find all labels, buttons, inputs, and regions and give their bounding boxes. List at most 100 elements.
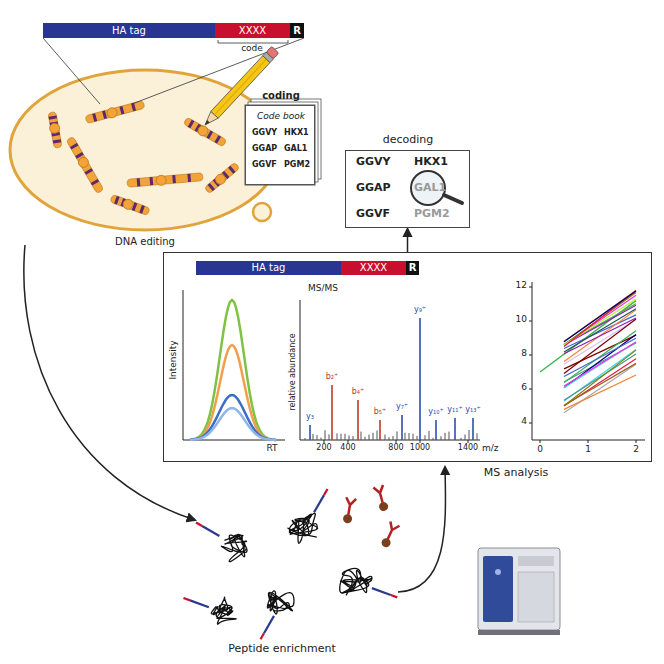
node-text: GAL1 xyxy=(284,144,307,153)
centromere xyxy=(77,155,91,169)
chromosome-arm xyxy=(48,112,62,149)
noise-peak xyxy=(317,435,318,440)
flow-arrow xyxy=(24,245,195,520)
node-text: HA tag xyxy=(112,26,146,36)
ion-peak xyxy=(435,420,437,440)
tagged-peptide xyxy=(190,600,209,607)
ion-peak xyxy=(419,318,421,440)
node-text: R xyxy=(409,263,417,273)
noise-peak xyxy=(321,438,322,440)
protein-chain xyxy=(267,591,294,614)
tagged-peptide xyxy=(202,526,219,536)
tick xyxy=(529,389,532,390)
node-heading: MS analysis xyxy=(484,467,549,480)
trend-line xyxy=(564,342,636,386)
chromosome xyxy=(85,99,146,124)
noise-peak xyxy=(341,434,342,440)
label-text: Peptide enrichment xyxy=(228,643,336,655)
chromosome-band xyxy=(102,111,107,120)
noise-peak xyxy=(397,431,398,440)
label-text: y₃ xyxy=(306,413,314,422)
decoding-box-ground xyxy=(345,150,470,228)
pencil-eraser xyxy=(266,46,279,59)
bud xyxy=(253,203,271,221)
tick xyxy=(636,440,637,443)
antibody xyxy=(342,497,356,524)
node-text: GGVY xyxy=(252,128,277,137)
node-text: XXXX xyxy=(360,263,387,273)
trend-line xyxy=(564,319,636,373)
bead xyxy=(378,501,389,512)
centromere xyxy=(156,175,167,186)
chromosome-band xyxy=(49,115,57,119)
ion-peak xyxy=(401,415,403,440)
trend-line xyxy=(564,364,636,412)
code-segment xyxy=(183,598,190,600)
noise-peak xyxy=(365,437,366,440)
node-text: R xyxy=(293,26,301,36)
chromosome-band xyxy=(172,175,176,183)
trend-line xyxy=(564,354,636,400)
noise-peak xyxy=(389,437,390,440)
chromosome-band xyxy=(92,113,97,122)
book-page xyxy=(245,105,315,185)
chromosome-band xyxy=(85,168,93,175)
node-text: GGVF xyxy=(252,160,277,169)
noise-peak xyxy=(417,436,418,440)
trend-line xyxy=(564,291,636,342)
trend-line xyxy=(564,350,636,406)
noise-peak xyxy=(349,435,350,440)
trend-line xyxy=(564,331,636,383)
label-text: 2 xyxy=(633,445,639,455)
label-text: code xyxy=(241,44,263,54)
chromosome xyxy=(109,193,150,216)
protein-chain xyxy=(211,597,236,624)
tick xyxy=(529,287,532,288)
chromatogram-peak xyxy=(190,345,276,440)
antibody-arms xyxy=(373,485,387,504)
noise-peak xyxy=(345,434,346,440)
code-segment: XXXX xyxy=(215,23,290,38)
chromosome xyxy=(127,172,204,189)
chromosome-band xyxy=(131,103,136,112)
noise-peak xyxy=(433,438,434,440)
noise-peak xyxy=(409,433,410,440)
chromosome xyxy=(183,116,228,148)
node-text: HKX1 xyxy=(414,156,448,169)
ion-peak xyxy=(309,425,311,440)
noise-peak xyxy=(373,433,374,440)
chromatogram-peak xyxy=(190,300,276,440)
antibody-arms xyxy=(343,497,356,515)
label-text: 6 xyxy=(521,383,527,393)
axis xyxy=(183,290,184,440)
centromere xyxy=(122,198,135,211)
noise-peak xyxy=(465,435,466,440)
noise-peak xyxy=(405,433,406,440)
chromosome xyxy=(65,136,105,195)
chromosome-band xyxy=(114,196,120,205)
axis xyxy=(300,440,480,441)
chromatogram-peak xyxy=(190,408,276,440)
node-text: Code book xyxy=(257,111,305,121)
chromosome-arm xyxy=(204,162,240,194)
chromatogram-peak xyxy=(190,395,276,440)
tick xyxy=(468,440,469,443)
chromosomes xyxy=(47,99,241,216)
axis xyxy=(300,300,301,440)
instrument-door xyxy=(518,572,554,622)
label-text: 8 xyxy=(521,349,527,359)
ion-peak xyxy=(379,420,381,440)
chromosome-band xyxy=(188,120,195,128)
label-text: m/z xyxy=(482,444,499,454)
noise-peak xyxy=(325,430,326,440)
noise-peak xyxy=(361,432,362,440)
node-text: PGM2 xyxy=(284,160,310,169)
antibody xyxy=(380,522,400,549)
leader-line xyxy=(132,38,304,104)
noise-peak xyxy=(385,435,386,440)
noise-peak xyxy=(313,434,314,440)
chromosome-arm xyxy=(110,194,150,215)
protein-chain xyxy=(340,568,372,595)
